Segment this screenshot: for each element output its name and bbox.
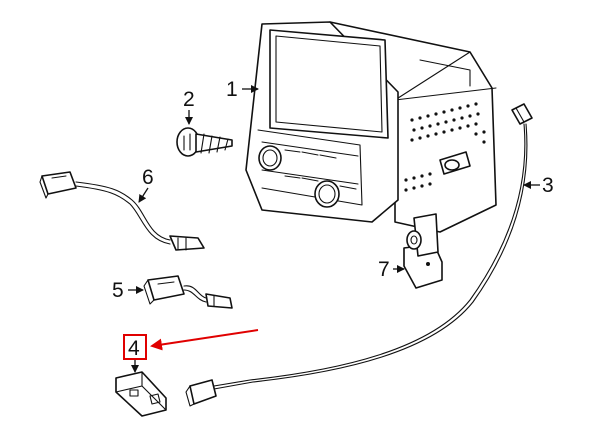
vent-holes xyxy=(404,102,486,192)
callout-label-1: 1 xyxy=(226,78,238,101)
callout-4-highlight-box xyxy=(123,334,147,360)
part-3-cable[interactable] xyxy=(185,103,533,407)
callout-7: 7 xyxy=(378,258,405,281)
part-6-harness[interactable] xyxy=(39,171,205,251)
callout-label-3: 3 xyxy=(542,174,554,197)
highlight-arrow xyxy=(150,329,259,351)
right-knob xyxy=(314,180,340,208)
callout-label-6: 6 xyxy=(142,166,154,189)
callout-label-4: 4 xyxy=(128,337,140,360)
part-5-harness[interactable] xyxy=(143,275,233,309)
callout-3: 3 xyxy=(523,174,554,197)
part-1-radio-unit[interactable] xyxy=(245,21,497,233)
callout-label-5: 5 xyxy=(112,279,124,302)
callout-6: 6 xyxy=(138,166,154,203)
callout-1: 1 xyxy=(226,78,259,101)
callout-5: 5 xyxy=(112,279,144,302)
callout-label-2: 2 xyxy=(183,88,195,111)
part-2-screw[interactable] xyxy=(176,127,233,157)
callout-label-7: 7 xyxy=(378,258,390,281)
callout-2: 2 xyxy=(183,88,195,125)
part-4-clip[interactable] xyxy=(115,371,167,417)
callout-4: 4 xyxy=(123,329,259,373)
left-knob xyxy=(258,145,282,171)
